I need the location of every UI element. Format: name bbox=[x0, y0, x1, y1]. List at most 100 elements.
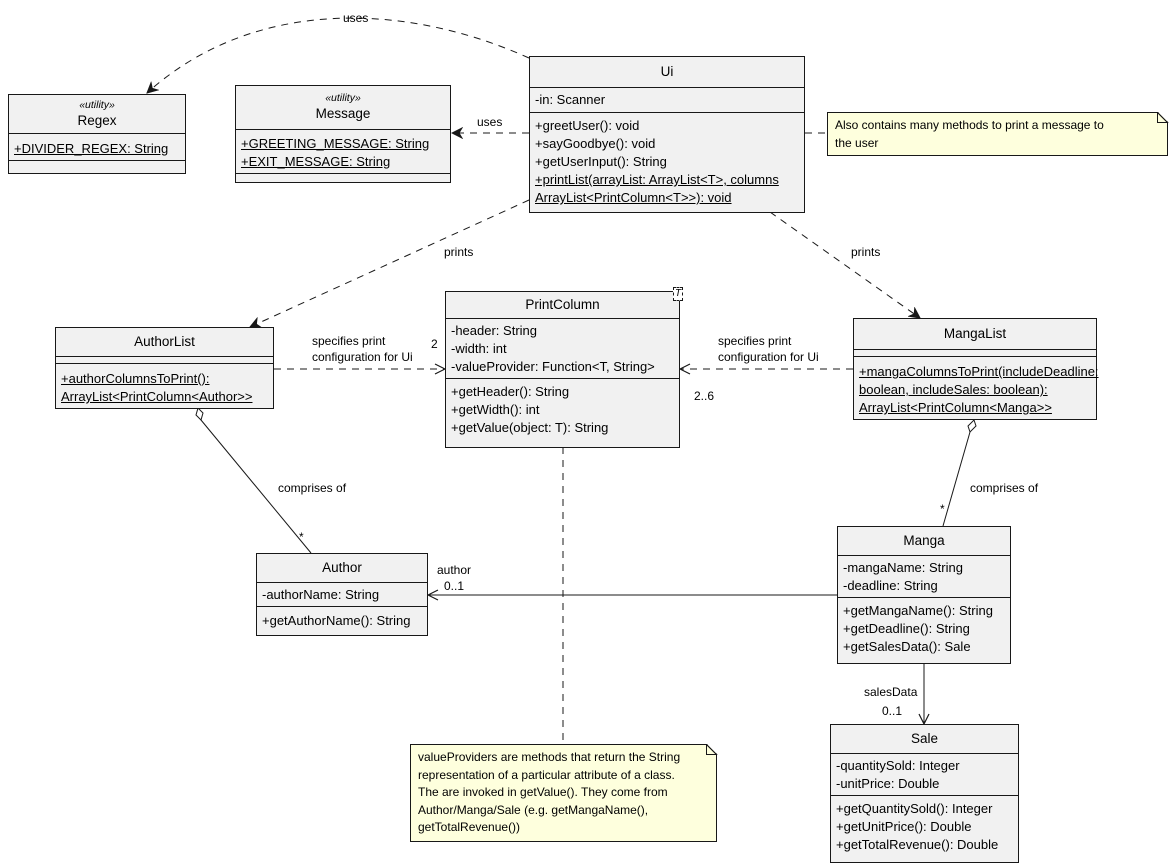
comprises-left-label: comprises of bbox=[278, 481, 347, 495]
uses-regex-edge bbox=[147, 17, 530, 93]
printcolumn-class-header: PrintColumn bbox=[446, 292, 679, 319]
printcolumn-attribute: -width: int bbox=[451, 341, 507, 356]
authorlist-class-name: AuthorList bbox=[134, 334, 195, 349]
printcolumn-method: +getValue(object: T): String bbox=[451, 420, 609, 435]
author-multiplicity-star: * bbox=[299, 530, 304, 544]
printcolumn-method: +getWidth(): int bbox=[451, 402, 540, 417]
sale-class-name: Sale bbox=[910, 731, 939, 746]
author-class-header: Author bbox=[257, 554, 427, 583]
author-method: +getAuthorName(): String bbox=[262, 613, 411, 628]
regex-stereotype: «utility» bbox=[79, 99, 115, 111]
regex-methods bbox=[9, 161, 185, 167]
printcolumn-method: +getHeader(): String bbox=[451, 384, 570, 399]
sale-attributes: -quantitySold: Integer -unitPrice: Doubl… bbox=[831, 754, 1018, 796]
manga-attribute: -mangaName: String bbox=[843, 560, 963, 575]
mangalist-method: ArrayList<PrintColumn<Manga>> bbox=[859, 400, 1052, 415]
value-provider-note-line: representation of a particular attribute… bbox=[418, 767, 675, 782]
mangalist-method: +mangaColumnsToPrint(includeDeadline: bbox=[859, 364, 1099, 379]
ui-methods: +greetUser(): void +sayGoodbye(): void +… bbox=[530, 113, 804, 209]
ui-note: Also contains many methods to print a me… bbox=[827, 112, 1168, 156]
specifies-right-label: specifies print bbox=[718, 334, 792, 348]
ui-method: +getUserInput(): String bbox=[535, 154, 667, 169]
uses-message-label: uses bbox=[477, 115, 503, 129]
authorlist-author-aggregation bbox=[200, 419, 312, 554]
mangalist-manga-aggregation bbox=[942, 431, 971, 527]
ui-attribute: -in: Scanner bbox=[535, 92, 606, 107]
mangalist-class-name: MangaList bbox=[943, 326, 1007, 341]
sale-method: +getTotalRevenue(): Double bbox=[836, 837, 999, 852]
printcolumn-attributes: -header: String -width: int -valueProvid… bbox=[446, 319, 679, 379]
printcolumn-class[interactable]: PrintColumn -header: String -width: int … bbox=[445, 291, 680, 448]
message-class[interactable]: «utility» Message +GREETING_MESSAGE: Str… bbox=[235, 85, 451, 183]
sale-class[interactable]: Sale -quantitySold: Integer -unitPrice: … bbox=[830, 724, 1019, 863]
value-provider-note-line: The are invoked in getValue(). They come… bbox=[418, 785, 668, 799]
printcolumn-multiplicity-right: 2..6 bbox=[694, 389, 715, 403]
sales-multiplicity-label: 0..1 bbox=[882, 704, 903, 718]
regex-attribute: +DIVIDER_REGEX: String bbox=[14, 141, 169, 156]
message-attribute: +EXIT_MESSAGE: String bbox=[241, 154, 391, 169]
author-class-name: Author bbox=[322, 560, 362, 575]
printcolumn-type-parameter: T bbox=[673, 287, 684, 301]
mangalist-method: boolean, includeSales: boolean): bbox=[859, 382, 1048, 397]
printcolumn-attribute: -valueProvider: Function<T, String> bbox=[451, 359, 655, 374]
ui-method: +sayGoodbye(): void bbox=[535, 136, 656, 151]
authorlist-method: +authorColumnsToPrint(): bbox=[61, 371, 210, 386]
manga-method: +getDeadline(): String bbox=[843, 621, 970, 636]
regex-class-header: «utility» Regex bbox=[9, 95, 185, 134]
sale-class-header: Sale bbox=[831, 725, 1018, 754]
specifies-right-label: configuration for Ui bbox=[718, 350, 819, 364]
mangalist-methods: +mangaColumnsToPrint(includeDeadline: bo… bbox=[854, 357, 1099, 419]
mangalist-class-header: MangaList bbox=[854, 319, 1096, 350]
manga-attribute: -deadline: String bbox=[843, 578, 938, 593]
sale-attribute: -unitPrice: Double bbox=[836, 776, 940, 791]
author-attribute: -authorName: String bbox=[262, 587, 380, 602]
message-class-name: Message bbox=[315, 106, 371, 121]
author-class[interactable]: Author -authorName: String +getAuthorNam… bbox=[256, 553, 428, 636]
message-attributes: +GREETING_MESSAGE: String +EXIT_MESSAGE:… bbox=[236, 130, 450, 174]
printcolumn-methods: +getHeader(): String +getWidth(): int +g… bbox=[446, 379, 679, 439]
printcolumn-attribute: -header: String bbox=[451, 323, 537, 338]
ui-method: +printList(arrayList: ArrayList<T>, colu… bbox=[535, 172, 779, 187]
printcolumn-multiplicity-left: 2 bbox=[431, 337, 438, 351]
specifies-left-label: configuration for Ui bbox=[312, 350, 413, 364]
prints-author-label: prints bbox=[444, 245, 474, 259]
manga-method: +getSalesData(): Sale bbox=[843, 639, 971, 654]
manga-attributes: -mangaName: String -deadline: String bbox=[838, 556, 1010, 598]
sale-method: +getUnitPrice(): Double bbox=[836, 819, 972, 834]
value-provider-note-fold bbox=[706, 744, 718, 756]
authorlist-attributes bbox=[56, 357, 273, 364]
ui-class-header: Ui bbox=[530, 57, 804, 88]
ui-note-line: the user bbox=[835, 135, 879, 150]
author-attributes: -authorName: String bbox=[257, 583, 427, 607]
authorlist-method: ArrayList<PrintColumn<Author>> bbox=[61, 389, 253, 404]
ui-method: ArrayList<PrintColumn<T>>): void bbox=[535, 190, 732, 205]
author-multiplicity-label: 0..1 bbox=[444, 579, 465, 593]
authorlist-class[interactable]: AuthorList +authorColumnsToPrint(): Arra… bbox=[55, 327, 274, 409]
regex-class[interactable]: «utility» Regex +DIVIDER_REGEX: String bbox=[8, 94, 186, 174]
message-attribute: +GREETING_MESSAGE: String bbox=[241, 136, 430, 151]
message-stereotype: «utility» bbox=[325, 92, 361, 104]
mangalist-class[interactable]: MangaList +mangaColumnsToPrint(includeDe… bbox=[853, 318, 1099, 420]
manga-class[interactable]: Manga -mangaName: String -deadline: Stri… bbox=[837, 526, 1011, 664]
ui-method: +greetUser(): void bbox=[535, 118, 640, 133]
manga-multiplicity-star: * bbox=[940, 502, 945, 516]
author-methods: +getAuthorName(): String bbox=[257, 607, 427, 632]
prints-mangalist-edge bbox=[769, 211, 920, 318]
message-methods bbox=[236, 174, 450, 180]
ui-attributes: -in: Scanner bbox=[530, 88, 804, 113]
manga-class-name: Manga bbox=[903, 533, 945, 548]
prints-manga-label: prints bbox=[851, 245, 881, 259]
ui-note-line: Also contains many methods to print a me… bbox=[835, 118, 1104, 132]
manga-method: +getMangaName(): String bbox=[843, 603, 993, 618]
ui-class[interactable]: Ui -in: Scanner +greetUser(): void +sayG… bbox=[529, 56, 805, 213]
regex-class-name: Regex bbox=[77, 113, 117, 128]
sale-attribute: -quantitySold: Integer bbox=[836, 758, 960, 773]
ui-class-name: Ui bbox=[660, 64, 674, 79]
sales-role-label: salesData bbox=[864, 685, 918, 699]
authorlist-class-header: AuthorList bbox=[56, 328, 273, 357]
authorlist-methods: +authorColumnsToPrint(): ArrayList<Print… bbox=[56, 364, 273, 408]
printcolumn-class-name: PrintColumn bbox=[525, 297, 600, 312]
author-role-label: author bbox=[437, 563, 472, 577]
regex-attributes: +DIVIDER_REGEX: String bbox=[9, 134, 185, 161]
